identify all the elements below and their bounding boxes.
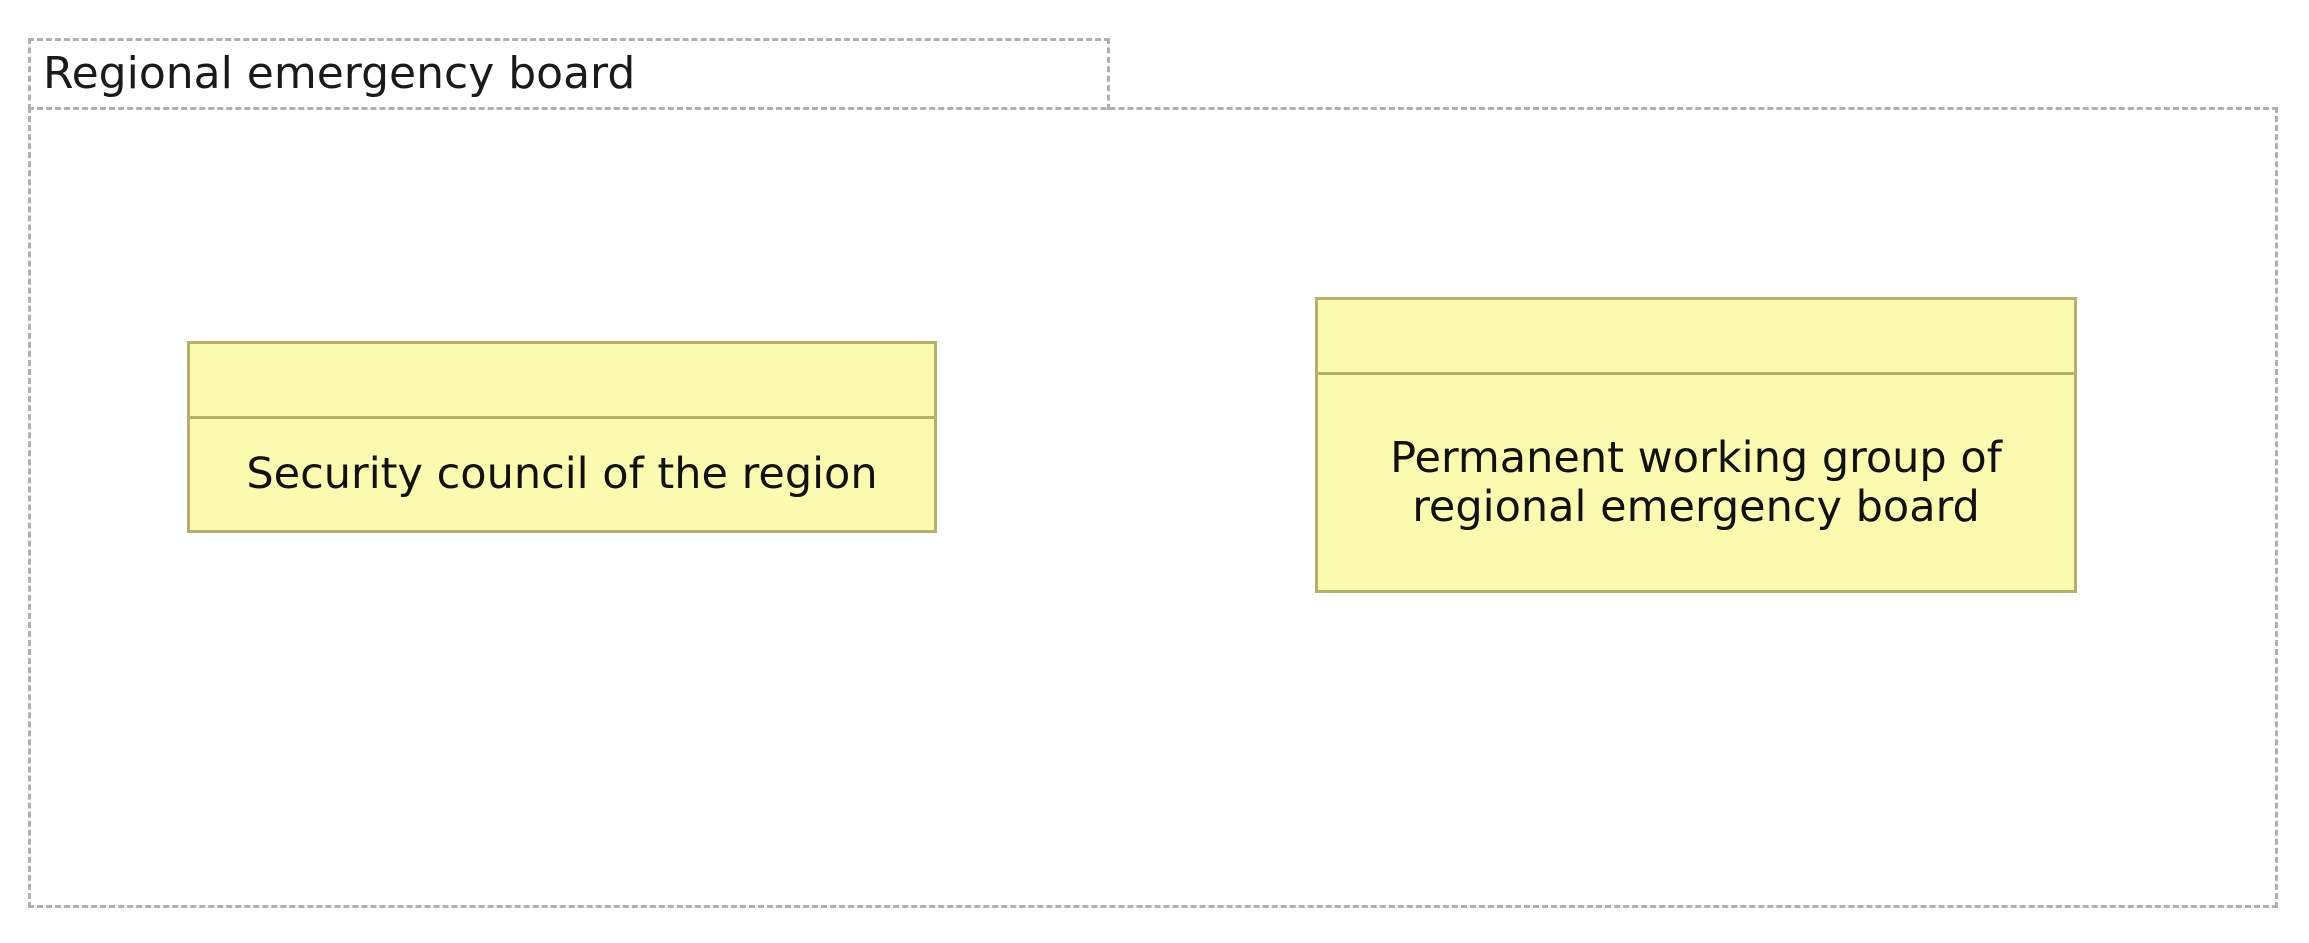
node-security-council-label: Security council of the region bbox=[246, 449, 878, 500]
node-permanent-working-group[interactable]: Permanent working group of regional emer… bbox=[1315, 297, 2077, 593]
package-tab[interactable]: Regional emergency board bbox=[28, 38, 1110, 110]
package-body bbox=[28, 107, 2278, 908]
node-permanent-working-group-stereotype-compartment bbox=[1318, 300, 2074, 375]
node-permanent-working-group-label: Permanent working group of regional emer… bbox=[1390, 433, 2002, 532]
node-security-council-stereotype-compartment bbox=[190, 344, 934, 419]
node-security-council[interactable]: Security council of the region bbox=[187, 341, 937, 533]
package-name-label: Regional emergency board bbox=[43, 47, 636, 99]
package-regional-emergency-board[interactable]: Regional emergency board Security counci… bbox=[28, 38, 2278, 908]
